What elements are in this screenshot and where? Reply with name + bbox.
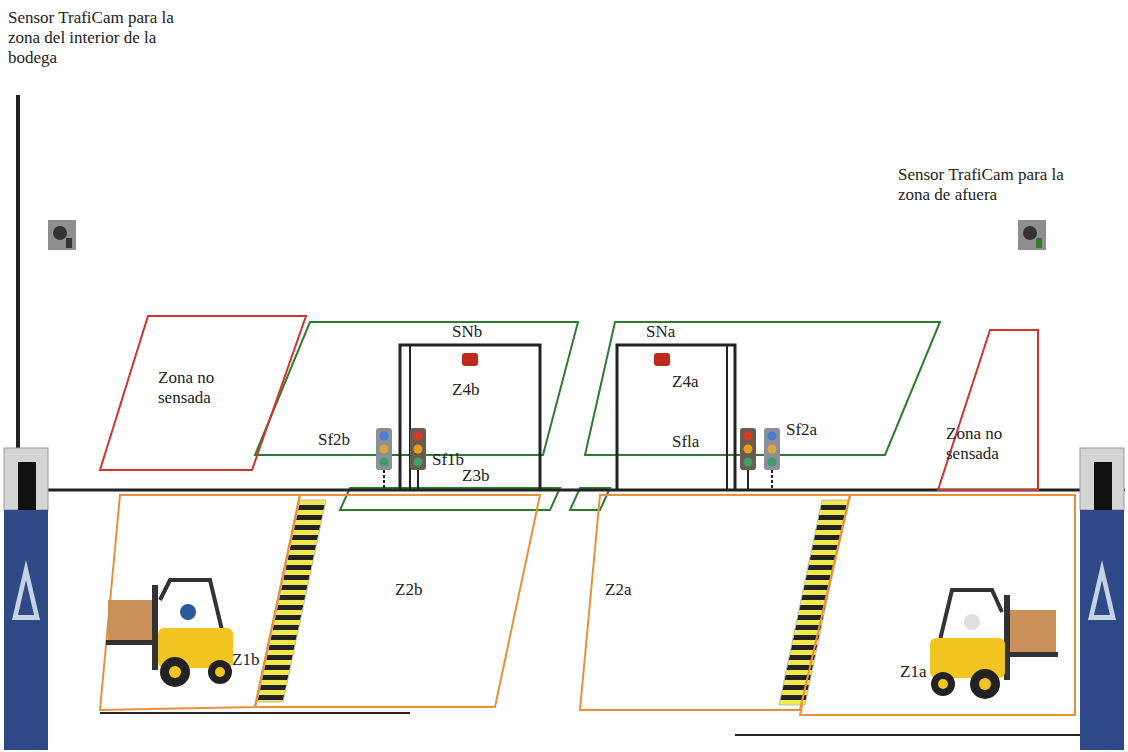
zone-name: Sf2b bbox=[318, 430, 350, 450]
zone-label: Z2a bbox=[605, 580, 665, 600]
sensor-caption: Sensor TrafiCam para la zona de afuera bbox=[898, 165, 1073, 205]
gantry bbox=[617, 345, 735, 490]
camera-icon bbox=[48, 220, 76, 250]
zone-region: Z2a bbox=[580, 495, 850, 710]
forklift bbox=[930, 590, 1058, 699]
zone-outline bbox=[255, 495, 540, 707]
zone-outline bbox=[938, 330, 1038, 490]
zone-name: Z4b bbox=[452, 380, 479, 400]
zone-name: SNa bbox=[646, 322, 675, 342]
traffic-light bbox=[376, 428, 392, 490]
zone-label: Zona no sensada bbox=[158, 368, 258, 408]
pole bbox=[16, 95, 20, 490]
zone-label: Z2b bbox=[395, 580, 455, 600]
sensor-caption: Sensor TrafiCam para la zona del interio… bbox=[8, 8, 183, 68]
gate-post bbox=[1080, 448, 1124, 750]
zone-outline bbox=[938, 330, 1038, 490]
gantry bbox=[726, 345, 728, 490]
zone-outline bbox=[100, 316, 306, 470]
zone-name: Z4a bbox=[672, 372, 698, 392]
camera-icon bbox=[1018, 220, 1046, 250]
traffic-light bbox=[764, 428, 780, 490]
zone-outline bbox=[585, 322, 940, 455]
road-edge bbox=[100, 712, 410, 714]
zone-name: Z1b bbox=[232, 650, 259, 670]
zone-outline bbox=[580, 495, 850, 710]
zone-region: Zona no sensada bbox=[938, 330, 1038, 490]
zone-outline bbox=[580, 495, 850, 710]
road-edge bbox=[735, 734, 1080, 736]
gantry bbox=[400, 345, 540, 490]
crosswalk bbox=[779, 500, 848, 705]
zone-name: Sfla bbox=[672, 432, 699, 452]
warning-light bbox=[462, 353, 478, 366]
zone-name: Sf1b bbox=[432, 450, 464, 470]
zone-outline bbox=[255, 322, 578, 455]
zone-name: Z1a bbox=[900, 662, 926, 682]
zone-label: Zona no sensada bbox=[946, 424, 1042, 464]
traffic-light bbox=[410, 428, 426, 490]
zone-name: Sf2a bbox=[786, 420, 817, 440]
traffic-light bbox=[740, 428, 756, 490]
zone-name: Z3b bbox=[462, 466, 489, 486]
zone-region: Z2b bbox=[255, 495, 540, 707]
warning-light bbox=[654, 353, 670, 366]
zone-name: SNb bbox=[452, 322, 482, 342]
zone-outline bbox=[255, 495, 540, 707]
gate-post bbox=[4, 448, 48, 750]
forklift bbox=[106, 580, 233, 687]
zone-region: Zona no sensada bbox=[100, 316, 306, 470]
